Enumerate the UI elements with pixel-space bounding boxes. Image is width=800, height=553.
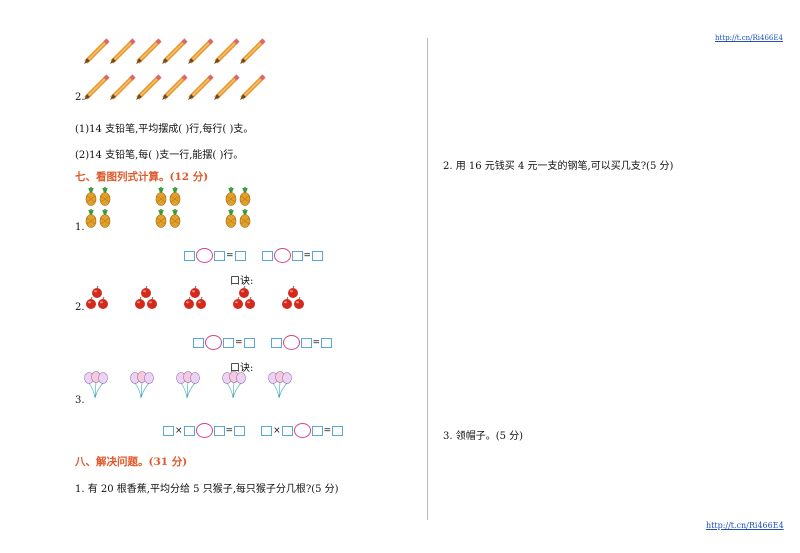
balloon-group-1 [84, 371, 108, 399]
pencil-item-label: 2. [75, 92, 85, 103]
answer-box[interactable] [312, 250, 324, 261]
answer-box[interactable] [234, 425, 246, 436]
pineapple-group-1 [85, 186, 111, 229]
operator-circle[interactable] [282, 335, 300, 350]
apple-group-5 [281, 285, 305, 310]
answer-box[interactable] [214, 250, 225, 261]
koujue-label-2: 口诀: [230, 363, 254, 374]
section-7-heading: 七、看图列式计算。(12 分) [75, 171, 209, 183]
answer-box[interactable] [193, 337, 204, 348]
answer-box[interactable] [163, 425, 174, 436]
equation-1b: = [261, 248, 324, 263]
equation-2a: = [193, 335, 255, 350]
equation-row-3: ×= ×= [163, 423, 359, 438]
answer-box[interactable] [300, 337, 312, 348]
answer-box[interactable] [281, 425, 293, 436]
balloon-group-4 [222, 371, 246, 399]
operator-circle[interactable] [196, 248, 213, 263]
operator-circle[interactable] [205, 335, 222, 350]
pineapple-figure [85, 186, 251, 229]
answer-box[interactable] [223, 337, 234, 348]
operator-circle[interactable] [195, 423, 213, 438]
footer-link[interactable]: http://t.cn/Ri466E4 [706, 521, 784, 530]
pineapple-group-2 [155, 186, 181, 229]
answer-box[interactable] [184, 250, 195, 261]
answer-box[interactable] [234, 250, 246, 261]
operator-circle[interactable] [293, 423, 311, 438]
pineapple-group-3 [225, 186, 251, 229]
s7-item-1-label: 1. [75, 222, 85, 233]
koujue-label-1: 口诀: [230, 276, 254, 287]
answer-box[interactable] [332, 425, 344, 436]
column-divider [427, 38, 428, 520]
equation-row-2: = = [193, 335, 348, 350]
balloon-group-3 [176, 371, 200, 399]
balloon-group-5 [268, 371, 292, 399]
equation-3a: ×= [163, 423, 246, 438]
equation-1a: = [184, 248, 246, 263]
equation-2b: = [270, 335, 333, 350]
answer-box[interactable] [243, 337, 255, 348]
equation-row-1: = = [184, 248, 339, 263]
apple-figure [85, 285, 305, 310]
apple-group-3 [183, 285, 207, 310]
answer-box[interactable] [291, 250, 303, 261]
problem-1: 1. 有 20 根香蕉,平均分给 5 只猴子,每只猴子分几根?(5 分) [75, 484, 339, 495]
equation-3b: ×= [261, 423, 344, 438]
answer-box[interactable] [321, 337, 333, 348]
balloon-figure [84, 371, 292, 399]
header-link[interactable]: http://t.cn/Ri466E4 [715, 34, 783, 42]
answer-box[interactable] [261, 425, 273, 436]
problem-3: 3. 领帽子。(5 分) [443, 431, 524, 442]
apple-group-2 [134, 285, 158, 310]
operator-circle[interactable] [273, 248, 291, 263]
question-2: (2)14 支铅笔,每( )支一行,能摆( )行。 [75, 150, 244, 161]
answer-box[interactable] [213, 425, 225, 436]
answer-box[interactable] [311, 425, 323, 436]
section-8-heading: 八、解决问题。(31 分) [75, 456, 188, 468]
pencil-row-1 [84, 40, 264, 64]
apple-group-4 [232, 285, 256, 310]
question-1: (1)14 支铅笔,平均摆成( )行,每行( )支。 [75, 124, 254, 135]
pencil-row-2 [84, 76, 264, 100]
problem-2: 2. 用 16 元钱买 4 元一支的钢笔,可以买几支?(5 分) [443, 161, 674, 172]
answer-box[interactable] [183, 425, 195, 436]
s7-item-3-label: 3. [75, 395, 85, 406]
s7-item-2-label: 2. [75, 302, 85, 313]
balloon-group-2 [130, 371, 154, 399]
apple-group-1 [85, 285, 109, 310]
answer-box[interactable] [270, 337, 282, 348]
pencil-figure [82, 36, 282, 106]
answer-box[interactable] [261, 250, 273, 261]
